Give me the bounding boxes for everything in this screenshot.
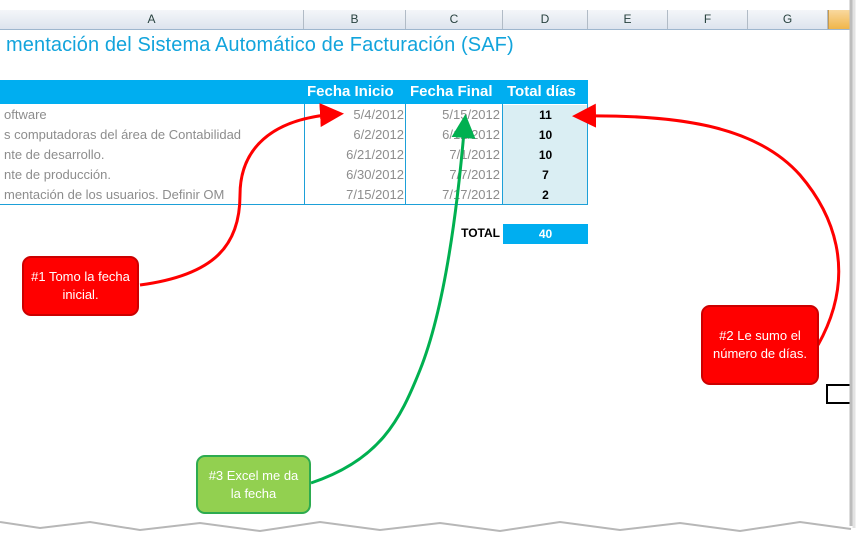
column-header-e[interactable]: E (588, 10, 668, 29)
row-total-days[interactable]: 2 (503, 185, 588, 205)
table-header-row: Fecha Inicio Fecha Final Total días (0, 80, 588, 104)
row-description[interactable]: nte de producción. (4, 167, 111, 182)
table-border (502, 104, 503, 205)
arrow-3 (310, 114, 476, 485)
row-total-days[interactable]: 10 (503, 145, 588, 165)
total-value[interactable]: 40 (503, 224, 588, 244)
table-row[interactable]: nte de producción. 6/30/2012 7/7/2012 7 (0, 165, 588, 185)
table-row[interactable]: mentación de los usuarios. Definir OM 7/… (0, 185, 588, 205)
column-header-d[interactable]: D (503, 10, 588, 29)
row-start-date[interactable]: 5/4/2012 (353, 107, 404, 122)
row-start-date[interactable]: 6/30/2012 (346, 167, 404, 182)
column-header-a[interactable]: A (0, 10, 304, 29)
column-header-f[interactable]: F (668, 10, 748, 29)
spreadsheet-frame: A B C D E F G mentación del Sistema Auto… (0, 10, 851, 514)
selected-cell-marker (826, 384, 851, 404)
column-header-b[interactable]: B (304, 10, 406, 29)
table-border (304, 104, 305, 205)
callout-1[interactable]: #1 Tomo la fecha inicial. (22, 256, 139, 316)
row-description[interactable]: s computadoras del área de Contabilidad (4, 127, 242, 142)
column-header-bar: A B C D E F G (0, 10, 851, 30)
row-start-date[interactable]: 6/2/2012 (353, 127, 404, 142)
callout-2[interactable]: #2 Le sumo el número de días. (701, 305, 819, 385)
row-start-date[interactable]: 7/15/2012 (346, 187, 404, 202)
row-description[interactable]: nte de desarrollo. (4, 147, 105, 162)
header-fecha-final[interactable]: Fecha Final (410, 83, 493, 100)
total-label[interactable]: TOTAL (461, 226, 500, 240)
header-total-dias[interactable]: Total días (507, 83, 576, 100)
arrow-2 (572, 103, 841, 346)
column-header-g[interactable]: G (748, 10, 828, 29)
annotation-arrows (139, 103, 841, 485)
row-start-date[interactable]: 6/21/2012 (346, 147, 404, 162)
table-border (0, 204, 588, 205)
row-description[interactable]: mentación de los usuarios. Definir OM (4, 187, 225, 202)
column-header-c[interactable]: C (406, 10, 503, 29)
callout-3[interactable]: #3 Excel me da la fecha (196, 455, 311, 514)
row-end-date[interactable]: 7/7/2012 (449, 167, 500, 182)
sheet-title[interactable]: mentación del Sistema Automático de Fact… (6, 34, 514, 56)
table-border (587, 104, 588, 205)
row-description[interactable]: oftware (4, 107, 47, 122)
row-total-days[interactable]: 10 (503, 125, 588, 145)
arrow-1 (139, 103, 344, 287)
row-total-days[interactable]: 11 (503, 105, 588, 125)
row-total-days[interactable]: 7 (503, 165, 588, 185)
table-border (405, 104, 406, 205)
header-fecha-inicio[interactable]: Fecha Inicio (307, 83, 394, 100)
